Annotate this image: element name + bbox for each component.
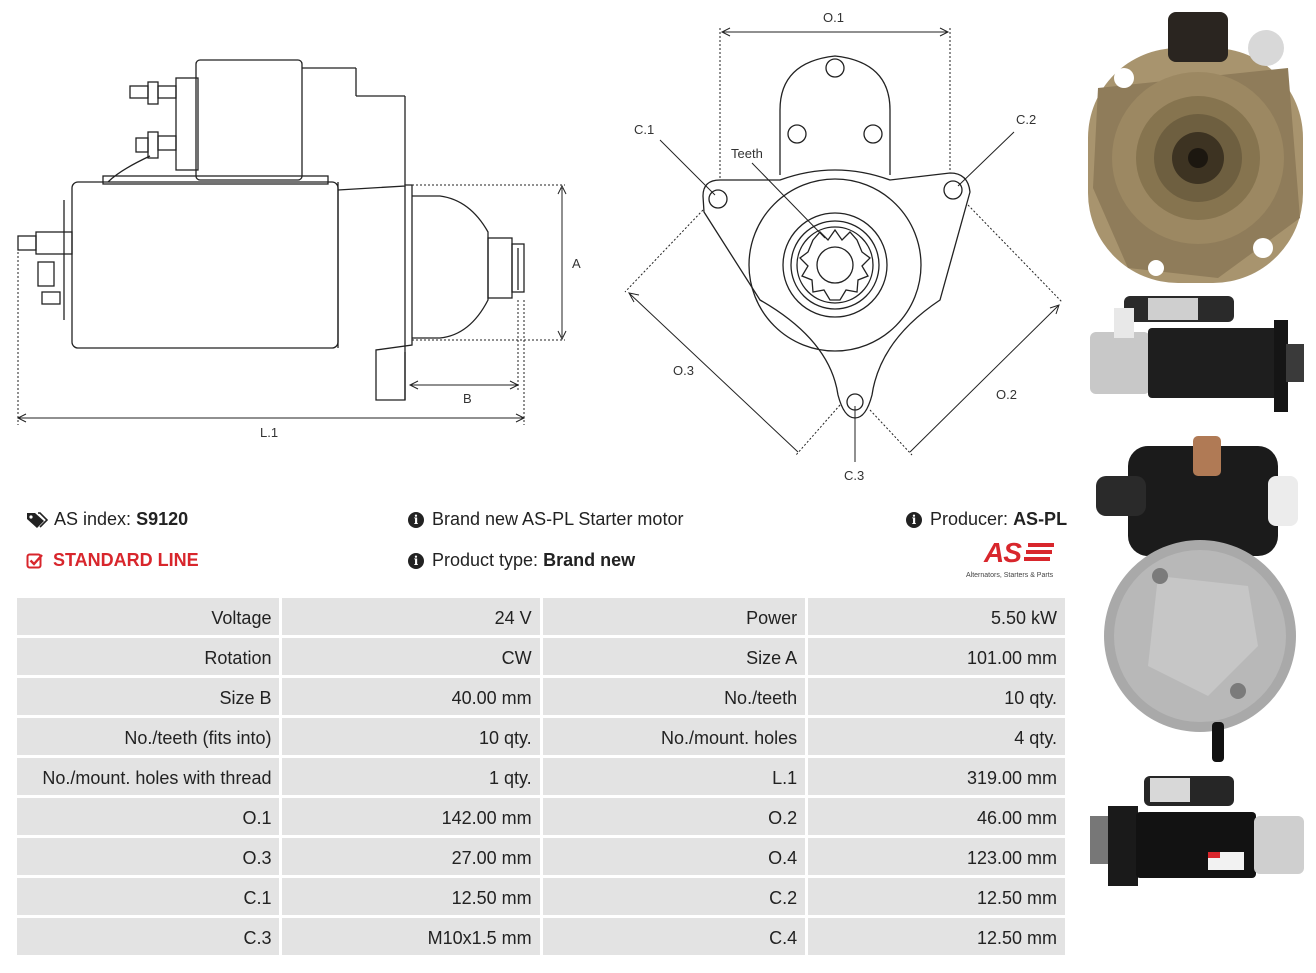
info-icon: i (906, 511, 922, 528)
product-photo-front[interactable] (1088, 8, 1308, 288)
product-description-text: Brand new AS-PL Starter motor (432, 509, 684, 529)
side-view-drawing: A B L.1 (16, 59, 581, 440)
product-type: i Product type: Brand new (408, 550, 635, 571)
info-icon: i (408, 511, 424, 528)
spec-label: Rotation (17, 638, 280, 675)
spec-label: C.2 (542, 878, 806, 915)
spec-label: Size B (17, 678, 280, 715)
spec-value: 12.50 mm (282, 878, 540, 915)
spec-label: L.1 (542, 758, 806, 795)
product-line: STANDARD LINE (26, 550, 199, 571)
front-view-drawing: O.1 C.1 C.2 Teeth O.3 O.2 C.3 (624, 10, 1063, 483)
product-description: i Brand new AS-PL Starter motor (408, 509, 683, 530)
spec-value: 319.00 mm (808, 758, 1065, 795)
spec-label: Power (542, 598, 806, 635)
spec-value: 27.00 mm (282, 838, 540, 875)
producer-value: AS-PL (1013, 509, 1068, 529)
checkbox-checked-icon (26, 553, 43, 568)
spec-label: O.1 (17, 798, 280, 835)
dim-label-c2: C.2 (1016, 112, 1036, 127)
brand-logo-mark: AS (984, 537, 1022, 568)
spec-label: C.1 (17, 878, 280, 915)
dim-label-o1: O.1 (823, 10, 844, 25)
spec-value: M10x1.5 mm (282, 918, 540, 955)
dim-label-c1: C.1 (634, 122, 654, 137)
product-photo-side-bottom[interactable] (1088, 772, 1308, 902)
tags-icon (27, 511, 48, 528)
product-type-label: Product type: (432, 550, 539, 570)
dim-label-c3: C.3 (844, 468, 864, 483)
product-photo-side-top[interactable] (1088, 292, 1308, 422)
spec-value: 12.50 mm (808, 918, 1065, 955)
spec-value: 142.00 mm (282, 798, 540, 835)
info-icon: i (408, 552, 424, 569)
spec-value: CW (282, 638, 540, 675)
spec-value: 4 qty. (808, 718, 1065, 755)
spec-value: 12.50 mm (808, 878, 1065, 915)
table-row: No./teeth (fits into)10 qty.No./mount. h… (17, 718, 1065, 755)
as-index-value: S9120 (136, 509, 189, 529)
spec-value: 1 qty. (282, 758, 540, 795)
spec-label: Size A (542, 638, 806, 675)
brand-logo-tagline: Alternators, Starters & Parts (966, 572, 1054, 579)
spec-value: 10 qty. (282, 718, 540, 755)
spec-value: 10 qty. (808, 678, 1065, 715)
dim-label-o2: O.2 (996, 387, 1017, 402)
spec-label: C.4 (542, 918, 806, 955)
dim-label-b: B (463, 391, 472, 406)
spec-label: No./mount. holes (542, 718, 806, 755)
as-index: AS index: S9120 (26, 509, 188, 530)
producer: i Producer: AS-PL (906, 509, 1067, 530)
spec-label: No./teeth (fits into) (17, 718, 280, 755)
dim-label-teeth: Teeth (731, 146, 763, 161)
product-line-label: STANDARD LINE (53, 550, 199, 570)
dim-label-o3: O.3 (673, 363, 694, 378)
spec-label: No./mount. holes with thread (17, 758, 280, 795)
spec-label: O.2 (542, 798, 806, 835)
spec-label: No./teeth (542, 678, 806, 715)
spec-value: 40.00 mm (282, 678, 540, 715)
dim-label-a: A (572, 256, 581, 271)
dim-label-l1: L.1 (260, 425, 278, 440)
spec-value: 123.00 mm (808, 838, 1065, 875)
spec-label: C.3 (17, 918, 280, 955)
spec-value: 24 V (282, 598, 540, 635)
spec-value: 46.00 mm (808, 798, 1065, 835)
spec-label: Voltage (17, 598, 280, 635)
spec-label: O.3 (17, 838, 280, 875)
spec-value: 101.00 mm (808, 638, 1065, 675)
spec-label: O.4 (542, 838, 806, 875)
as-index-label: AS index: (54, 509, 132, 529)
product-photo-rear[interactable] (1088, 436, 1308, 766)
product-type-value: Brand new (543, 550, 636, 570)
brand-logo: AS Alternators, Starters & Parts (966, 537, 1068, 583)
spec-value: 5.50 kW (808, 598, 1065, 635)
producer-label: Producer: (930, 509, 1009, 529)
